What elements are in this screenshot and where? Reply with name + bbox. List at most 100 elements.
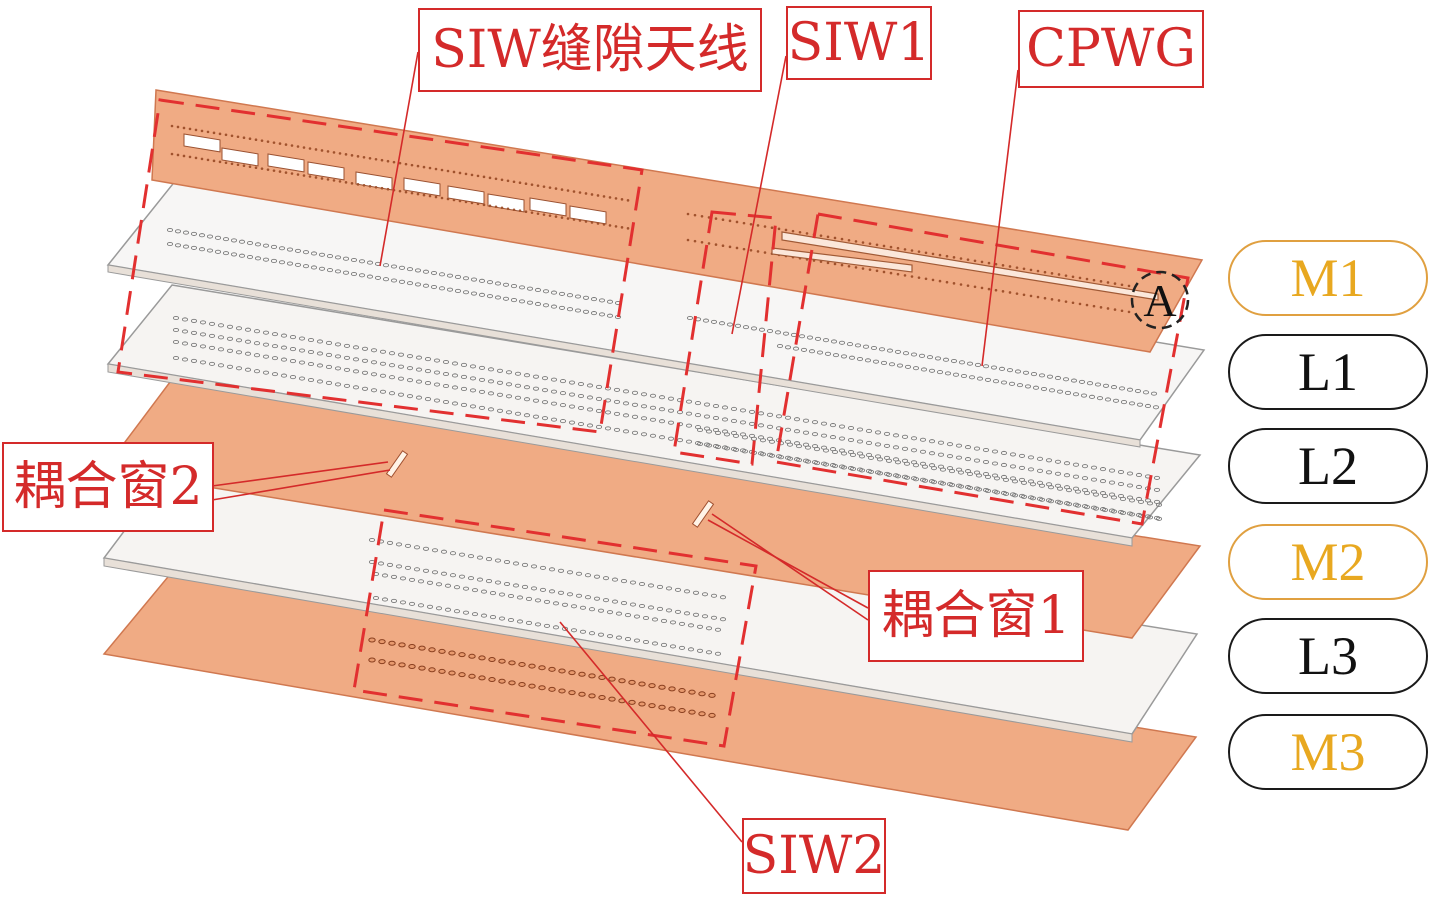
via-l2	[1063, 473, 1071, 478]
via-dot	[861, 241, 865, 244]
via-dot	[714, 243, 718, 246]
via-l1	[294, 248, 302, 253]
via-l1	[952, 372, 960, 377]
via-l1	[286, 247, 294, 252]
via-dot	[994, 262, 998, 266]
via-l1	[936, 370, 944, 375]
via-l2	[568, 420, 576, 425]
via-m3	[508, 660, 516, 666]
via-siw2	[525, 620, 533, 625]
via-l2	[595, 408, 603, 413]
via-l2	[1108, 468, 1116, 473]
via-l1	[366, 274, 374, 279]
via-dot	[1106, 281, 1110, 284]
callout-siw1-text: SIW1	[787, 13, 931, 73]
via-siw2	[692, 612, 700, 617]
via-l1	[558, 305, 566, 310]
via-dot	[1113, 282, 1117, 285]
via-l2	[316, 339, 324, 344]
via-l1	[686, 315, 694, 321]
via-l2	[649, 393, 657, 398]
via-l2	[955, 455, 963, 460]
via-l2	[451, 401, 459, 406]
via-l2	[883, 431, 891, 436]
via-l2	[325, 352, 333, 357]
via-l2	[993, 476, 1001, 481]
via-l2	[1119, 496, 1127, 501]
via-l2	[649, 433, 657, 438]
via-l1	[470, 291, 478, 296]
via-dot	[959, 257, 963, 260]
via-dot	[566, 189, 570, 192]
via-l2	[1117, 481, 1125, 487]
via-l2	[226, 364, 234, 369]
via-dot	[735, 246, 739, 250]
via-siw2	[507, 617, 515, 623]
via-siw2	[606, 634, 614, 639]
via-l1	[342, 270, 350, 275]
via-l2	[622, 389, 630, 394]
via-l1	[960, 373, 968, 379]
via-l2	[894, 474, 902, 479]
via-l2	[577, 421, 585, 427]
via-dot	[728, 219, 732, 223]
via-l1	[776, 343, 784, 349]
via-l2	[694, 401, 702, 406]
via-l1	[486, 294, 494, 299]
via-siw2	[467, 554, 475, 559]
via-l1	[1056, 389, 1064, 394]
via-dot	[924, 251, 928, 255]
via-m3	[678, 708, 686, 714]
via-l1	[190, 231, 198, 236]
via-l2	[928, 451, 936, 456]
via-l1	[526, 286, 534, 291]
via-m3	[478, 675, 486, 681]
via-l2	[1155, 516, 1163, 521]
via-l1	[710, 319, 718, 324]
via-l1	[438, 286, 446, 291]
via-l1	[390, 278, 398, 283]
via-l1	[910, 352, 918, 357]
via-l1	[358, 259, 366, 264]
via-dot	[536, 184, 540, 187]
via-siw2	[377, 561, 385, 566]
via-siw2	[395, 542, 403, 547]
via-l1	[606, 313, 614, 318]
via-m3	[418, 645, 426, 651]
via-l2	[541, 388, 549, 393]
via-siw2	[467, 576, 475, 581]
via-l2	[577, 405, 585, 411]
via-l2	[325, 364, 333, 369]
via-l2	[586, 407, 594, 412]
via-l1	[206, 248, 214, 253]
via-l2	[892, 433, 900, 438]
via-dot	[756, 224, 760, 227]
via-l2	[1027, 467, 1035, 472]
layer-label-m1: M1	[1228, 240, 1428, 316]
via-l2	[514, 383, 522, 388]
via-l1	[904, 364, 912, 369]
via-dot	[1043, 270, 1047, 274]
via-l2	[289, 359, 297, 364]
via-dot	[392, 160, 396, 164]
via-dot	[398, 189, 402, 193]
via-dot	[1008, 291, 1012, 294]
via-dot	[889, 245, 893, 249]
via-m3	[658, 704, 666, 710]
via-l2	[775, 414, 783, 419]
via-l1	[454, 288, 462, 293]
via-l2	[370, 360, 378, 365]
via-siw2	[548, 589, 556, 594]
via-dot	[446, 169, 450, 173]
via-l1	[422, 269, 430, 274]
via-l2	[957, 470, 965, 475]
via-dot	[798, 230, 802, 234]
via-l2	[831, 463, 839, 469]
via-l2	[469, 364, 477, 369]
via-siw2	[615, 611, 623, 616]
via-dot	[530, 211, 534, 214]
via-l2	[199, 344, 207, 349]
via-dot	[590, 221, 594, 224]
layer-label-l1: L1	[1228, 334, 1428, 410]
via-l2	[867, 455, 875, 460]
